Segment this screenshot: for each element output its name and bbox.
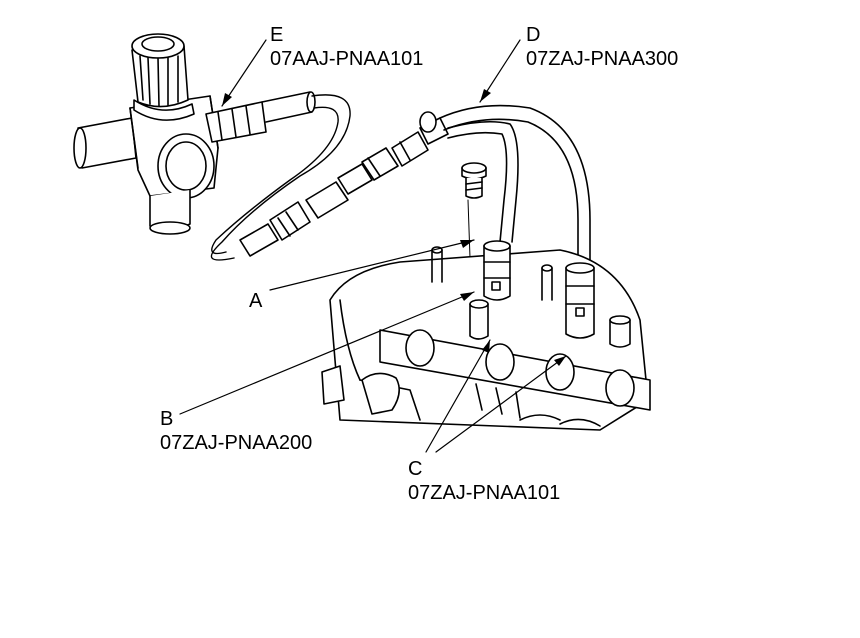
air-hose [210,94,351,261]
callout-b-part-number: 07ZAJ-PNAA200 [160,432,313,454]
callout-c-part-number: 07ZAJ-PNAA101 [408,482,561,504]
leader-lines [179,39,567,453]
hose-d [439,104,591,269]
quick-coupler-chain [239,111,449,257]
arrow-d [480,89,491,102]
callout-e-letter: E [270,24,284,46]
leader-a [269,239,475,291]
valve-body [321,240,651,431]
leader-c1 [425,339,491,453]
callout-c-letter: C [408,458,423,480]
callout-d-letter: D [526,24,541,46]
plug-a [461,162,487,259]
arrow-c2 [554,356,566,366]
air-pressure-regulator [73,33,316,235]
arrow-a [460,240,474,248]
callout-b-letter: B [160,408,174,430]
leader-c2 [435,355,567,453]
leader-b [179,291,475,415]
arrow-e [222,93,232,106]
callout-d-part-number: 07ZAJ-PNAA300 [526,48,679,70]
leader-e [221,39,267,107]
callout-a-letter: A [249,290,263,312]
arrow-b [460,292,474,301]
callout-e-part-number: 07AAJ-PNAA101 [270,48,424,70]
arrow-c1 [482,340,490,353]
